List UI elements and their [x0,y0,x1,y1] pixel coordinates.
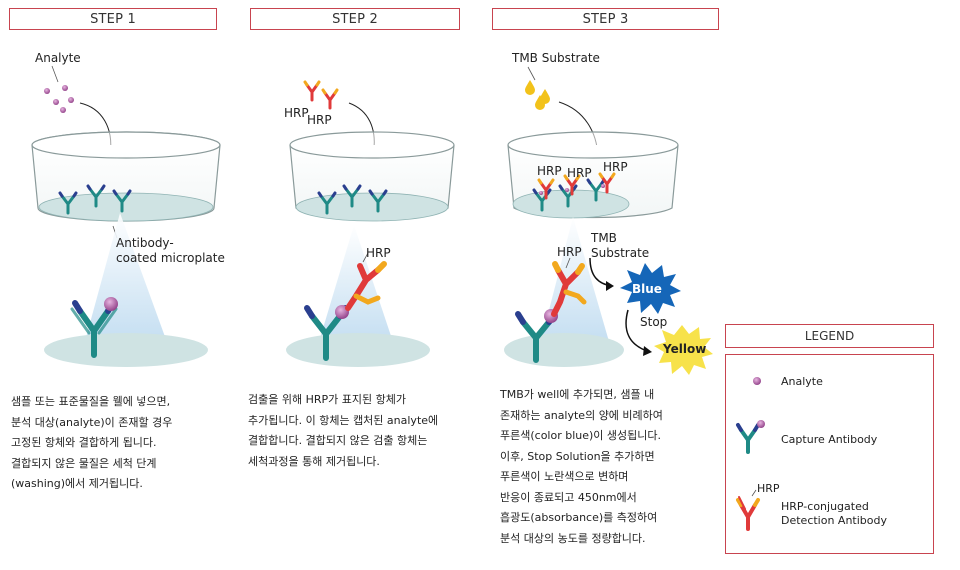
step-1-desc-line: (washing)에서 제거됩니다. [11,477,143,490]
step-3-desc-line: 이후, Stop Solution을 추가하면 [500,449,655,463]
step-3-illustration [504,66,713,375]
tmb-substrate-label: TMB Substrate [512,51,600,65]
step-1-illustration [31,65,221,367]
step-3-desc-line: 푸른색(color blue)이 생성됩니다. [500,429,662,442]
legend-icons [736,377,765,531]
step-2-desc-line: 결합합니다. 결합되지 않은 검출 항체는 [248,434,428,447]
hrp-well-label-1: HRP [537,164,562,178]
step-2-description: 검출을 위해 HRP가 표지된 항체가 추가됩니다. 이 항체는 캡처된 ana… [248,390,438,472]
step-3-desc-line: 흡광도(absorbance)를 측정하여 [500,511,658,524]
step-3-title: STEP 3 [582,11,629,27]
yellow-label: Yellow [663,342,707,356]
step-3-desc-line: TMB가 well에 추가되면, 샘플 내 [500,388,655,401]
hrp-label-zoom: HRP [366,246,391,260]
step-2-title: STEP 2 [332,11,378,27]
step-1-desc-line: 분석 대상(analyte)이 존재할 경우 [11,415,173,429]
hrp-well-label-3: HRP [603,160,628,174]
step-2-desc-line: 세척과정을 통해 제거됩니다. [248,454,380,468]
step-3-desc-line: 푸른색이 노란색으로 변하며 [500,470,629,483]
tmb-zoom-label-2: Substrate [591,246,650,260]
step-3-description: TMB가 well에 추가되면, 샘플 내 존재하는 analyte의 양에 비… [500,385,663,549]
hrp-label-top-1: HRP [284,106,309,120]
analyte-label: Analyte [35,51,81,65]
step-1-header: STEP 1 [9,8,217,30]
legend-capture-label: Capture Antibody [781,433,878,446]
step-3-header: STEP 3 [492,8,719,30]
legend-panel [725,354,934,554]
legend-detection-antibody-icon [736,496,760,531]
legend-title: LEGEND [804,329,855,343]
plate-label-line-1: Antibody- [116,236,174,250]
hrp-well-label-2: HRP [567,166,592,180]
step-2-desc-line: 추가됩니다. 이 항체는 캡처된 analyte에 [248,413,439,427]
legend-header: LEGEND [725,324,934,348]
step-1-desc-line: 고정된 항체와 결합하게 됩니다. [11,436,157,449]
step-1-desc-line: 샘플 또는 표준물질을 웰에 넣으면, [11,395,171,408]
step-3-desc-line: 존재하는 analyte의 양에 비례하여 [500,408,663,422]
step-3-desc-line: 반응이 종료되고 450nm에서 [500,490,637,504]
step-2-desc-line: 검출을 위해 HRP가 표지된 항체가 [248,393,406,406]
step-2-illustration [286,80,455,367]
legend-detection-label-1: HRP-conjugated [781,500,869,513]
step-3-desc-line: 분석 대상의 농도를 정량합니다. [500,531,646,545]
legend-detection-label-2: Detection Antibody [781,514,888,527]
legend-analyte-icon [753,377,761,385]
step-1-title: STEP 1 [90,11,136,27]
hrp-zoom-label: HRP [557,245,582,259]
step-1-description: 샘플 또는 표준물질을 웰에 넣으면, 분석 대상(analyte)이 존재할 … [11,392,172,495]
yellow-burst [654,325,713,375]
analyte-particle [44,88,50,94]
step-1-desc-line: 결합되지 않은 물질은 세척 단계 [11,456,157,470]
step-2-header: STEP 2 [250,8,460,30]
legend-analyte-label: Analyte [781,375,823,388]
legend-capture-antibody-icon [736,423,760,454]
blue-label: Blue [632,282,662,296]
plate-label-line-2: coated microplate [116,251,225,265]
blue-burst [620,263,681,314]
tmb-zoom-label-1: TMB [591,231,617,245]
stop-label: Stop [640,315,668,329]
hrp-label-top-2: HRP [307,113,332,127]
legend-hrp-label: HRP [757,482,780,495]
